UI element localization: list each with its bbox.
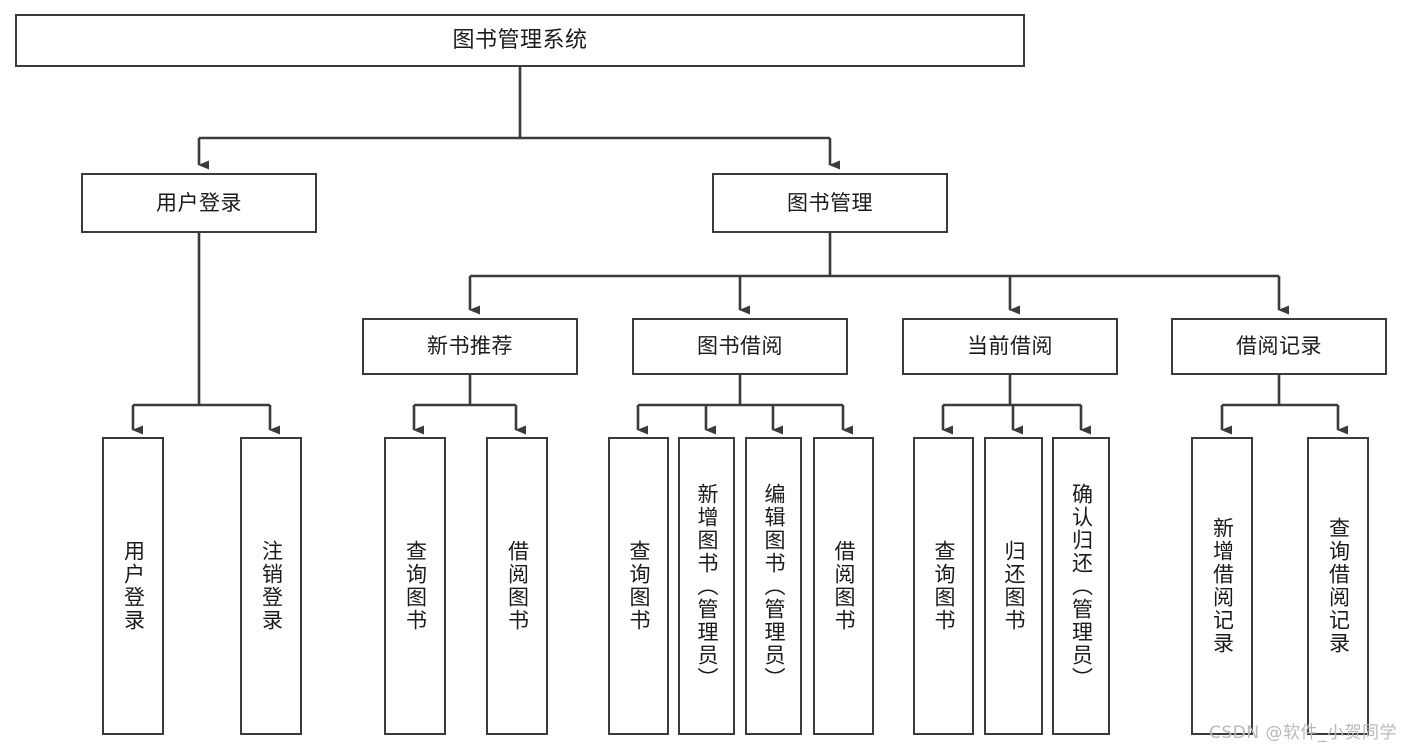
node-label: 编辑图书（管理员） — [761, 482, 786, 690]
node-new-book-recommend[interactable]: 新书推荐 — [362, 318, 578, 375]
node-leaf-user-login[interactable]: 用户登录 — [102, 437, 164, 735]
node-leaf-query-record[interactable]: 查询借阅记录 — [1307, 437, 1369, 735]
node-leaf-edit-book[interactable]: 编辑图书（管理员） — [745, 437, 802, 735]
node-label: 新增借阅记录 — [1210, 517, 1235, 655]
node-leaf-borrow-book-2[interactable]: 借阅图书 — [813, 437, 874, 735]
node-leaf-add-book[interactable]: 新增图书（管理员） — [678, 437, 735, 735]
node-label: 借阅图书 — [831, 540, 856, 632]
watermark-text: CSDN @软件_小贺同学 — [1209, 723, 1397, 743]
node-label: 确认归还（管理员） — [1069, 482, 1094, 690]
node-label: 查询图书 — [931, 540, 956, 632]
node-label: 新增图书（管理员） — [694, 482, 719, 690]
node-leaf-user-logout[interactable]: 注销登录 — [240, 437, 302, 735]
node-label: 用户登录 — [156, 190, 242, 215]
node-leaf-borrow-book-1[interactable]: 借阅图书 — [486, 437, 548, 735]
node-user-login[interactable]: 用户登录 — [81, 173, 317, 233]
node-label: 图书管理 — [787, 190, 873, 215]
node-label: 查询图书 — [403, 540, 428, 632]
node-current-borrow[interactable]: 当前借阅 — [902, 318, 1118, 375]
node-label: 当前借阅 — [967, 334, 1053, 359]
node-leaf-confirm-return[interactable]: 确认归还（管理员） — [1052, 437, 1110, 735]
node-leaf-query-book-2[interactable]: 查询图书 — [608, 437, 669, 735]
node-label: 注销登录 — [259, 540, 284, 632]
node-label: 借阅记录 — [1236, 334, 1322, 359]
node-label: 查询图书 — [626, 540, 651, 632]
node-label: 新书推荐 — [427, 334, 513, 359]
node-label: 图书管理系统 — [452, 27, 588, 53]
node-label: 查询借阅记录 — [1326, 517, 1351, 655]
node-label: 用户登录 — [121, 540, 146, 632]
node-leaf-query-book-3[interactable]: 查询图书 — [913, 437, 974, 735]
node-root-book-management-system[interactable]: 图书管理系统 — [15, 14, 1025, 67]
node-leaf-add-record[interactable]: 新增借阅记录 — [1191, 437, 1253, 735]
node-book-manage[interactable]: 图书管理 — [712, 173, 948, 233]
node-borrow-record[interactable]: 借阅记录 — [1171, 318, 1387, 375]
node-book-borrow[interactable]: 图书借阅 — [632, 318, 848, 375]
node-label: 图书借阅 — [697, 334, 783, 359]
node-label: 归还图书 — [1001, 540, 1026, 632]
node-label: 借阅图书 — [505, 540, 530, 632]
node-leaf-query-book-1[interactable]: 查询图书 — [384, 437, 446, 735]
node-leaf-return-book[interactable]: 归还图书 — [984, 437, 1043, 735]
